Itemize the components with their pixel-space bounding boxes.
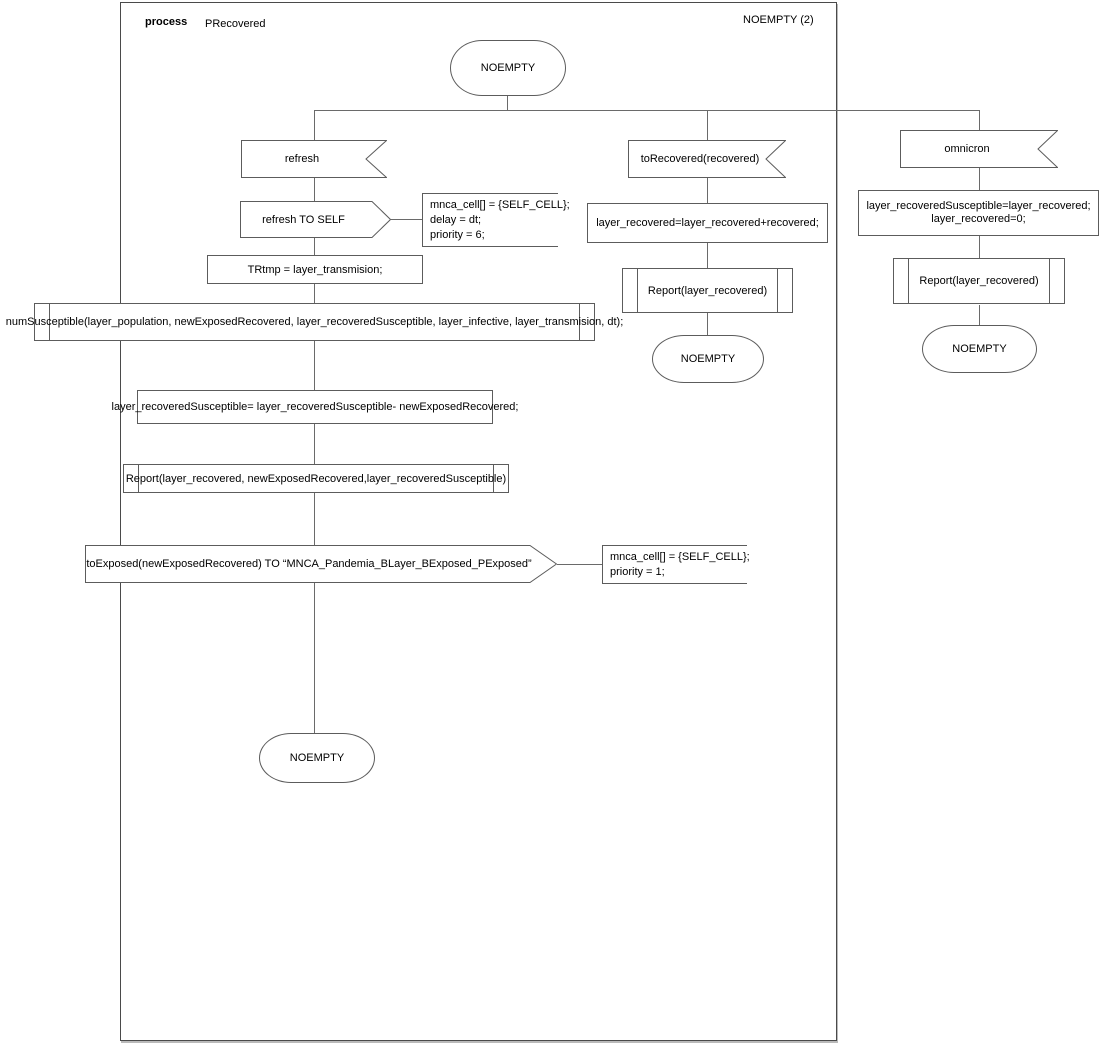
comment-refresh-to-self: mnca_cell[] = {SELF_CELL}; delay = dt; p… bbox=[422, 193, 570, 247]
state-noempty-right-end: NOEMPTY bbox=[922, 325, 1037, 373]
signal-label: refresh TO SELF bbox=[262, 213, 345, 226]
process-frame bbox=[120, 2, 837, 1041]
comment-link-line bbox=[391, 219, 422, 220]
task-trtmp: TRtmp = layer_transmision; bbox=[207, 255, 423, 284]
procedure-call-numsusceptible: numSusceptible(layer_population, newExpo… bbox=[6, 303, 623, 341]
process-keyword: process bbox=[145, 16, 188, 28]
connector-line bbox=[507, 95, 508, 110]
state-label: NOEMPTY bbox=[952, 343, 1007, 355]
comment-line: priority = 6; bbox=[430, 229, 485, 241]
task-layer-recovered: layer_recovered=layer_recovered+recovere… bbox=[587, 203, 828, 243]
output-signal-shape bbox=[85, 545, 557, 583]
signal-label: toRecovered(recovered) bbox=[640, 153, 760, 165]
procedure-label: Report(layer_recovered) bbox=[919, 275, 1039, 287]
connector-line bbox=[707, 243, 708, 268]
connector-line bbox=[314, 178, 315, 201]
input-signal-to-recovered: toRecovered(recovered) bbox=[628, 140, 786, 178]
connector-line bbox=[979, 110, 980, 130]
task-label: layer_recovered=layer_recovered+recovere… bbox=[596, 217, 819, 229]
input-signal-omnicron: omnicron bbox=[900, 130, 1058, 168]
procedure-bar bbox=[908, 259, 909, 303]
state-noempty-start: NOEMPTY bbox=[450, 40, 566, 96]
comment-link-line bbox=[557, 564, 602, 565]
procedure-bar bbox=[49, 304, 50, 340]
comment-line: delay = dt; bbox=[430, 214, 482, 226]
procedure-bar bbox=[1049, 259, 1050, 303]
input-signal-shape bbox=[900, 130, 1058, 168]
task-label: layer_recoveredSusceptible= layer_recove… bbox=[111, 401, 519, 413]
procedure-call-report-middle: Report(layer_recovered) bbox=[622, 268, 793, 313]
comment-line: mnca_cell[] = {SELF_CELL}; bbox=[610, 551, 750, 563]
connector-line bbox=[707, 178, 708, 203]
comment-line: priority = 1; bbox=[610, 566, 665, 578]
connector-line bbox=[979, 235, 980, 258]
state-noempty-middle-end: NOEMPTY bbox=[652, 335, 764, 383]
state-label: NOEMPTY bbox=[480, 62, 536, 74]
signal-label: omnicron bbox=[944, 143, 990, 155]
state-label: NOEMPTY bbox=[289, 752, 345, 764]
connector-line bbox=[314, 110, 980, 111]
connector-line bbox=[314, 424, 315, 464]
procedure-bar bbox=[138, 465, 139, 492]
connector-line bbox=[979, 305, 980, 325]
signal-label: refresh bbox=[284, 153, 320, 165]
procedure-label: Report(layer_recovered) bbox=[647, 284, 768, 297]
connector-line bbox=[707, 110, 708, 140]
procedure-call-report-left: Report(layer_recovered, newExposedRecove… bbox=[123, 464, 509, 493]
procedure-bar bbox=[493, 465, 494, 492]
connector-line bbox=[314, 110, 315, 140]
output-signal-shape bbox=[240, 201, 391, 238]
task-label: TRtmp = layer_transmision; bbox=[247, 263, 383, 276]
signal-label: toExposed(newExposedRecovered) TO “MNCA_… bbox=[86, 558, 532, 570]
connector-line bbox=[979, 168, 980, 190]
connector-line bbox=[314, 583, 315, 733]
task-label-line: layer_recoveredSusceptible=layer_recover… bbox=[866, 200, 1091, 212]
process-name: PRecovered bbox=[205, 18, 266, 30]
task-label-line: layer_recovered=0; bbox=[931, 213, 1026, 225]
input-signal-shape bbox=[628, 140, 786, 178]
procedure-label: Report(layer_recovered, newExposedRecove… bbox=[125, 472, 507, 485]
procedure-call-report-right: Report(layer_recovered) bbox=[893, 258, 1065, 304]
procedure-label: numSusceptible(layer_population, newExpo… bbox=[5, 316, 624, 328]
connector-line bbox=[707, 313, 708, 335]
comment-to-exposed: mnca_cell[] = {SELF_CELL}; priority = 1; bbox=[602, 545, 750, 584]
input-signal-refresh: refresh bbox=[241, 140, 387, 178]
task-omnicron-reset: layer_recoveredSusceptible=layer_recover… bbox=[858, 190, 1099, 236]
connector-line bbox=[314, 238, 315, 255]
output-signal-to-exposed: toExposed(newExposedRecovered) TO “MNCA_… bbox=[85, 545, 557, 583]
page-state-ref: NOEMPTY (2) bbox=[743, 14, 814, 26]
connector-line bbox=[314, 283, 315, 303]
connector-line bbox=[314, 341, 315, 390]
state-noempty-left-end: NOEMPTY bbox=[259, 733, 375, 783]
procedure-bar bbox=[637, 269, 638, 312]
input-signal-shape bbox=[241, 140, 387, 178]
procedure-bar bbox=[777, 269, 778, 312]
state-label: NOEMPTY bbox=[680, 353, 736, 365]
procedure-bar bbox=[579, 304, 580, 340]
task-recovered-susceptible: layer_recoveredSusceptible= layer_recove… bbox=[112, 390, 518, 424]
comment-line: mnca_cell[] = {SELF_CELL}; bbox=[430, 199, 570, 211]
output-signal-refresh-to-self: refresh TO SELF bbox=[240, 201, 391, 238]
connector-line bbox=[314, 493, 315, 545]
